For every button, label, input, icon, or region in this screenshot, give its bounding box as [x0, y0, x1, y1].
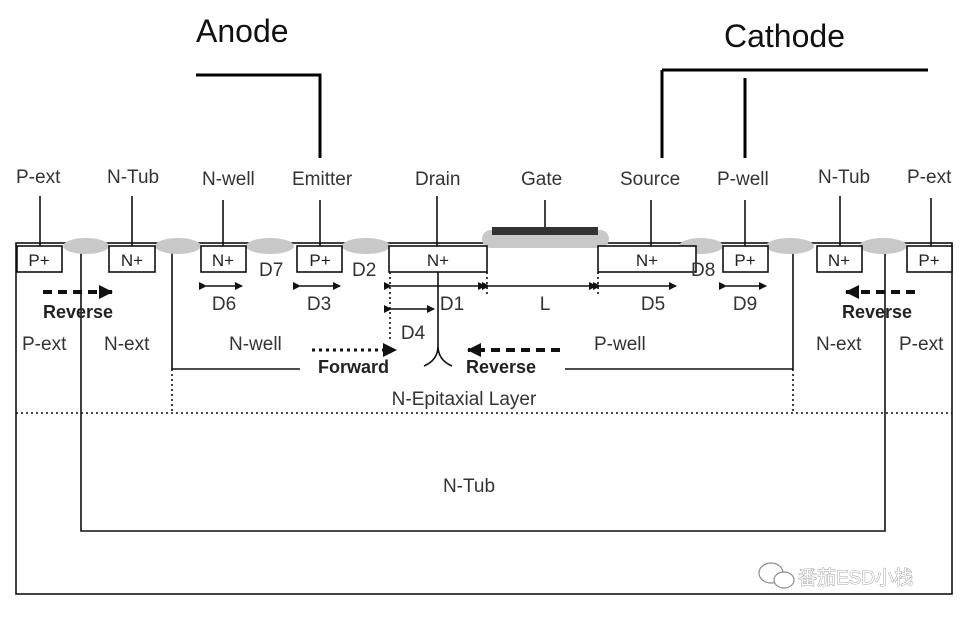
dim-d6: D6: [212, 294, 236, 315]
region-n-ext-right: N-ext: [816, 334, 862, 355]
dim-d4: D4: [401, 323, 426, 344]
diffusion-n-plus-left: N+: [108, 245, 156, 273]
region-p-ext-right: P-ext: [899, 334, 944, 355]
label-leaders: [39, 196, 932, 246]
diffusion-n-plus-right: N+: [816, 245, 863, 273]
forward-label: Forward: [318, 357, 389, 377]
junction-symbol: [423, 272, 453, 367]
reverse-left-label: Reverse: [43, 302, 113, 322]
svg-text:N+: N+: [636, 251, 658, 270]
svg-text:P+: P+: [918, 251, 939, 270]
svg-text:N+: N+: [427, 251, 449, 270]
region-p-ext-left: P-ext: [22, 334, 67, 355]
diffusion-n-plus-nwell: N+: [200, 245, 247, 273]
region-n-ext-left: N-ext: [104, 334, 150, 355]
dim-d7: D7: [259, 260, 283, 281]
current-arrows: [43, 285, 915, 357]
dimension-arrows: [199, 272, 767, 340]
svg-text:P+: P+: [309, 251, 330, 270]
diffusion-n-plus-drain: N+: [388, 245, 488, 273]
svg-text:P+: P+: [734, 251, 755, 270]
region-p-well: P-well: [594, 334, 646, 355]
layer-epitaxial: N-Epitaxial Layer: [392, 389, 537, 410]
dim-d2: D2: [352, 260, 376, 281]
layer-n-tub: N-Tub: [443, 476, 495, 497]
label-n-tub-right: N-Tub: [818, 167, 870, 188]
svg-text:N+: N+: [121, 251, 143, 270]
label-n-well-top: N-well: [202, 169, 255, 190]
svg-text:P+: P+: [28, 251, 49, 270]
diffusion-n-plus-source: N+: [597, 245, 697, 273]
reverse-center-label: Reverse: [466, 357, 536, 377]
dim-d1: D1: [440, 294, 464, 315]
svg-text:N+: N+: [212, 251, 234, 270]
svg-text:N+: N+: [828, 251, 850, 270]
region-n-well: N-well: [229, 334, 282, 355]
dim-l: L: [540, 294, 551, 315]
label-drain: Drain: [415, 169, 460, 190]
label-p-well-top: P-well: [717, 169, 769, 190]
label-gate: Gate: [521, 169, 562, 190]
svg-text:番茄ESD小栈: 番茄ESD小栈: [798, 567, 913, 589]
diffusion-p-plus-right: P+: [906, 245, 953, 273]
diffusion-p-plus-pwell: P+: [722, 245, 769, 273]
substrate-outline: [15, 242, 953, 595]
n-tub-outline: [80, 250, 886, 532]
label-emitter: Emitter: [292, 169, 353, 190]
dim-d5: D5: [641, 294, 665, 315]
label-source: Source: [620, 169, 680, 190]
anode-label: Anode: [196, 13, 289, 49]
gate-electrode: [492, 227, 598, 235]
diffusion-p-plus-emitter: P+: [296, 245, 343, 273]
dim-d8: D8: [691, 260, 715, 281]
watermark: 番茄ESD小栈: [758, 562, 913, 589]
wechat-icon: [758, 562, 795, 589]
label-n-tub-left: N-Tub: [107, 167, 159, 188]
label-p-ext-right: P-ext: [907, 167, 952, 188]
reverse-right-label: Reverse: [842, 302, 912, 322]
cathode-wire: [660, 68, 928, 158]
dim-d9: D9: [733, 294, 757, 315]
dim-d3: D3: [307, 294, 331, 315]
cathode-label: Cathode: [724, 18, 845, 54]
anode-wire: [196, 73, 322, 158]
label-p-ext-left: P-ext: [16, 167, 61, 188]
diffusion-p-plus-left: P+: [16, 245, 63, 273]
